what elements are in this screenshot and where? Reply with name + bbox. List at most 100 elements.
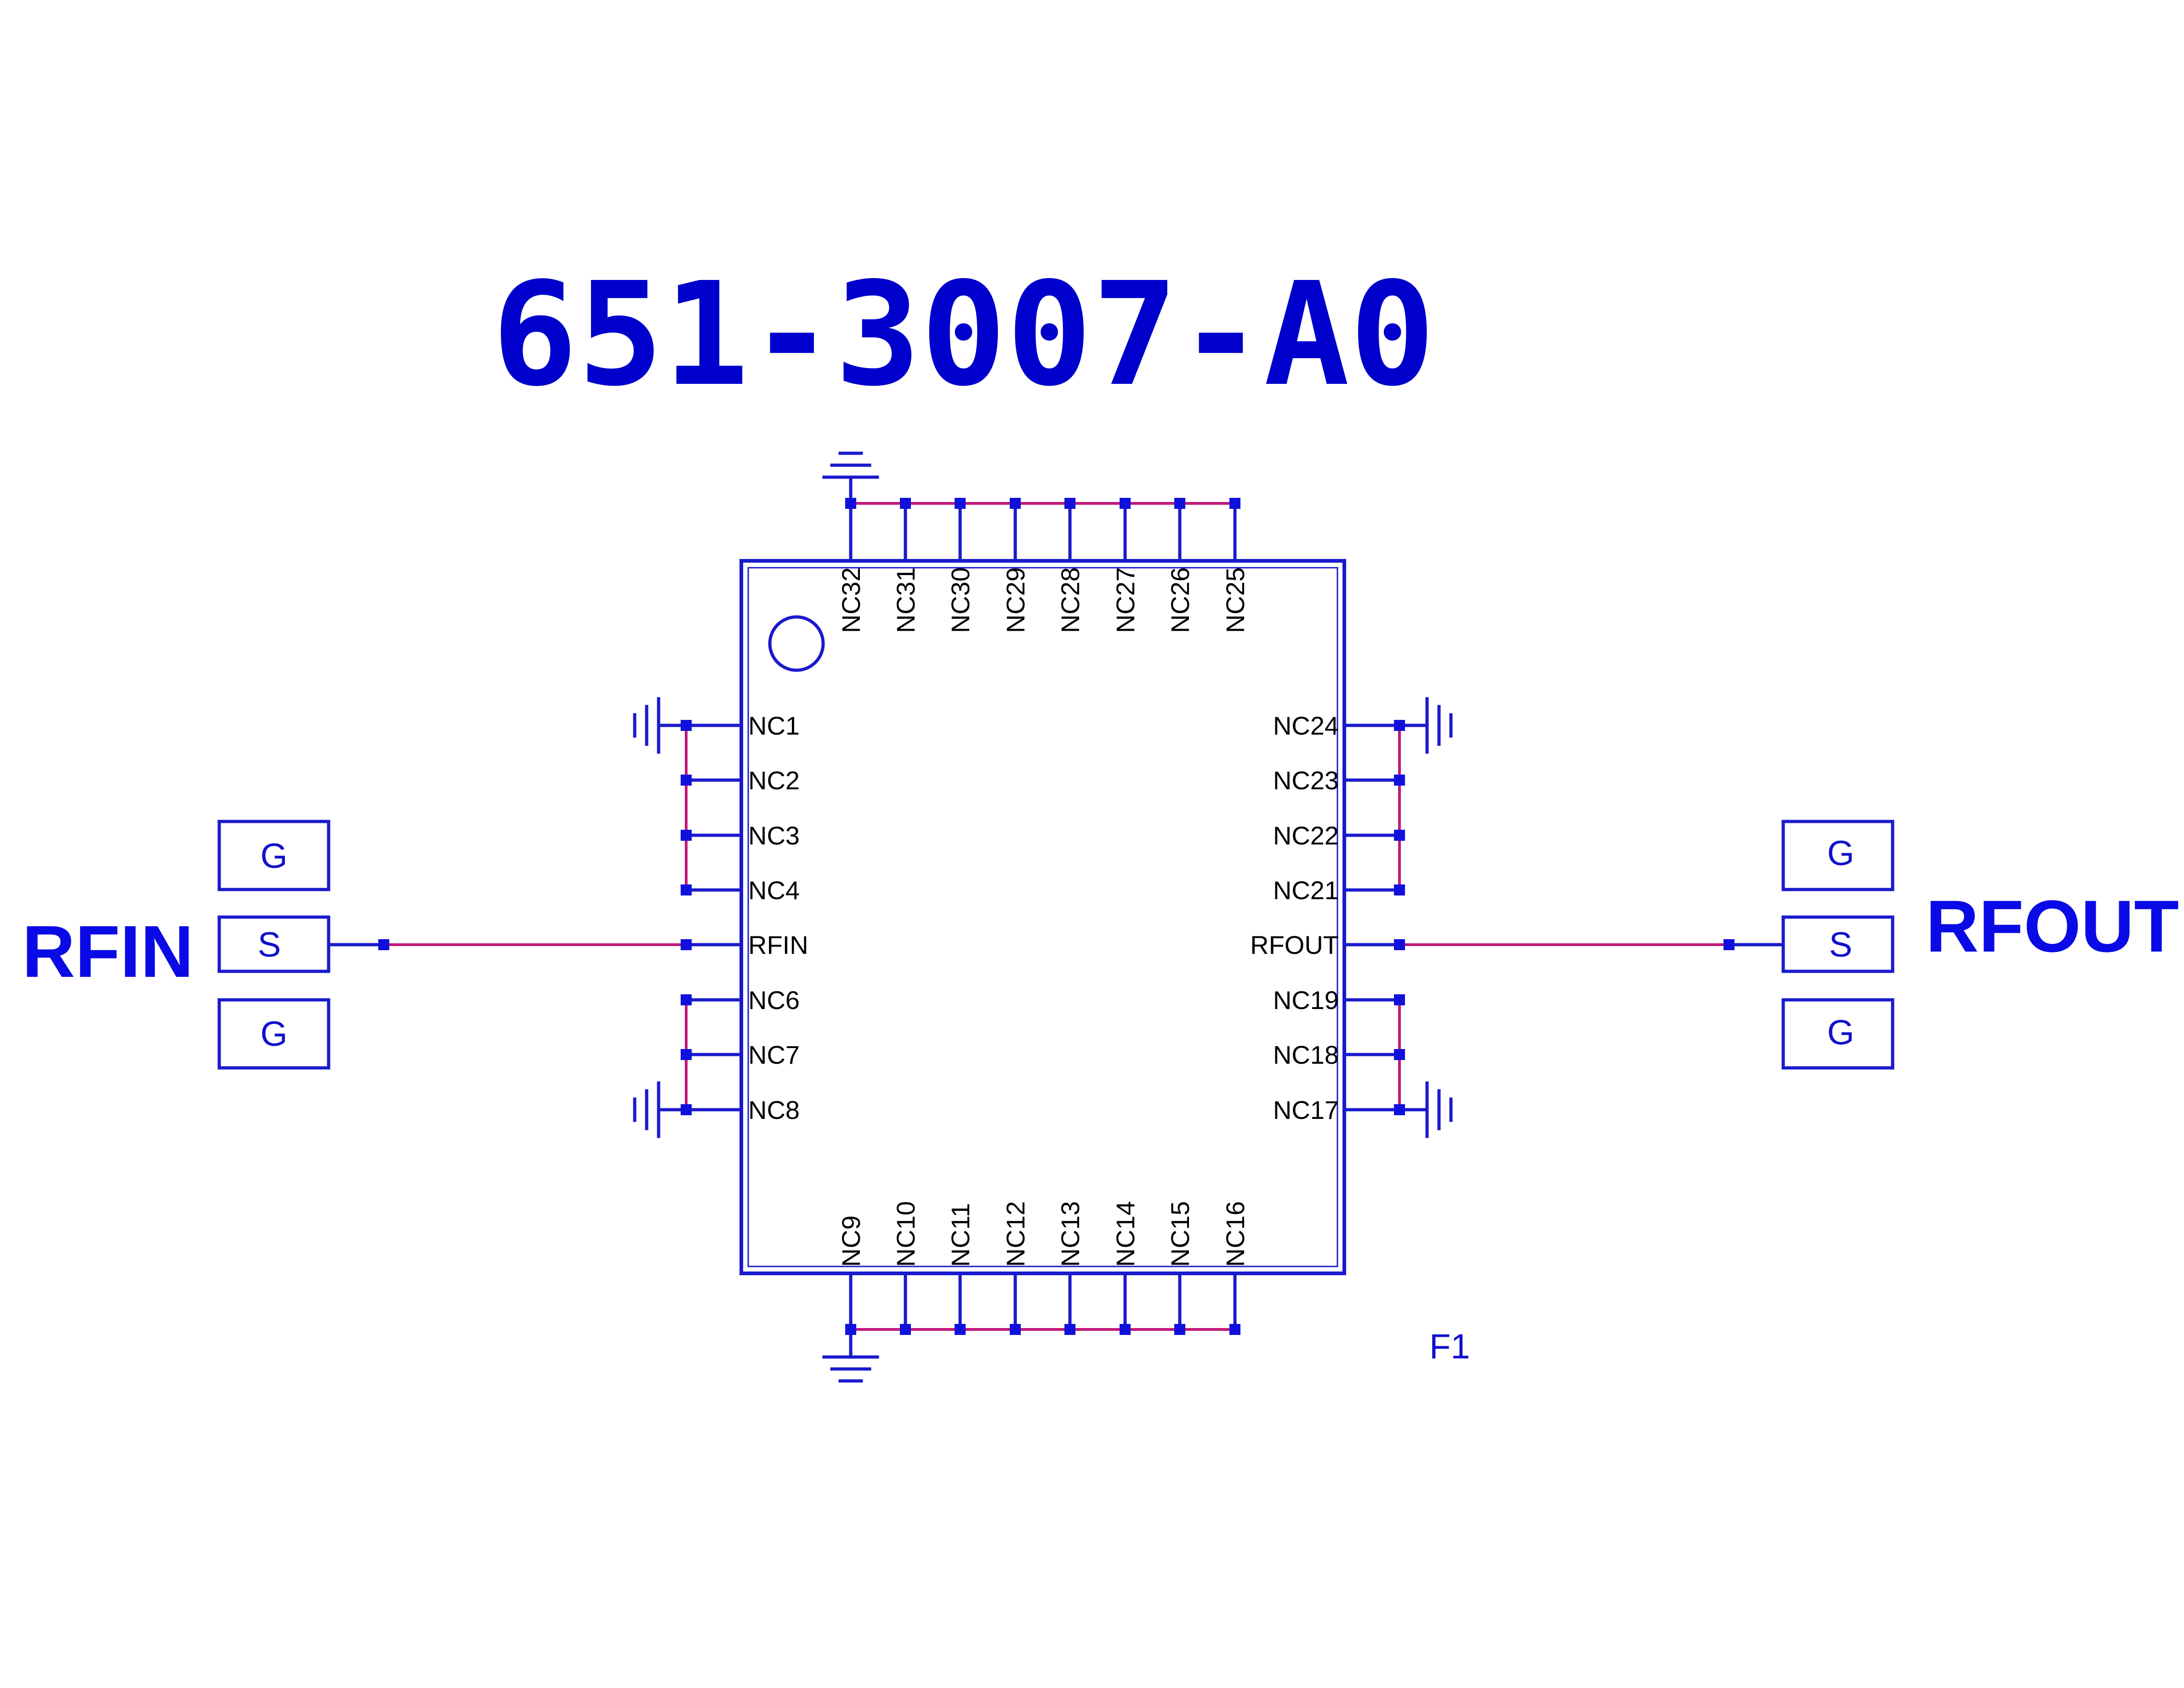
pin-nc1: NC1 [681,711,800,740]
input-ground-pad-bottom-label: G [260,1015,287,1054]
pin-node [1174,498,1185,509]
pin-label: NC9 [836,1215,865,1267]
pin-node [1064,1324,1075,1335]
pin-node [681,884,692,895]
chip-body [739,559,1346,1275]
pin-nc16: NC16 [1221,1201,1250,1335]
pin-nc15: NC15 [1166,1201,1194,1335]
pin-label: RFOUT [1250,930,1339,959]
pin-label: NC10 [891,1201,920,1267]
pin-node [1010,1324,1021,1335]
top-pins: NC32 NC31 NC30 NC29 NC28 NC27 NC26 NC25 [836,498,1250,633]
pin-label: NC11 [946,1203,975,1267]
pin-label: NC8 [748,1095,800,1124]
pin-node [845,1324,856,1335]
pin-label: NC19 [1273,986,1339,1015]
output-ground-pad-bottom [1781,998,1894,1070]
pin-node [681,1049,692,1060]
output-ground-pad-top [1781,820,1894,891]
pin-label: NC16 [1221,1201,1250,1267]
pin-node [681,775,692,786]
pin-nc22: NC22 [1273,821,1405,850]
output-ground-pad-bottom-label: G [1827,1013,1854,1052]
pin-label: NC27 [1111,567,1140,633]
pin-label: NC17 [1273,1095,1339,1124]
pin-node [1229,498,1240,509]
pin-label: NC29 [1001,567,1030,633]
pin-label: NC12 [1001,1201,1030,1267]
pin-label: NC2 [748,766,800,795]
input-signal-pad-label: S [258,925,281,964]
pin-rfin: RFIN [681,930,808,959]
pin-node [1394,830,1405,841]
pin-node [681,720,692,731]
pin-node [1394,775,1405,786]
pin-nc4: NC4 [681,876,800,905]
pin-nc29: NC29 [1001,498,1030,633]
pin-node [1174,1324,1185,1335]
pin-node [1229,1324,1240,1335]
pin-node [1394,939,1405,950]
ground-icon-right-lower [1398,1081,1453,1138]
pin1-marker-icon [768,615,825,672]
pin-label: NC7 [748,1040,800,1069]
pin-nc10: NC10 [891,1201,920,1335]
ground-icon-right-upper [1398,697,1453,754]
pin-label: NC3 [748,821,800,850]
pin-nc13: NC13 [1056,1201,1085,1335]
pin-label: NC26 [1166,567,1194,633]
pin-nc9: NC9 [836,1215,865,1335]
pin-nc21: NC21 [1273,876,1405,905]
pin-node [1010,498,1021,509]
pin-node [845,498,856,509]
pin-label: NC1 [748,711,800,740]
pin-node [1394,884,1405,895]
pin-label: NC14 [1111,1201,1140,1267]
input-ground-pad-top [217,820,330,891]
pin-rfout: RFOUT [1250,930,1405,959]
ground-icon-bottom [822,1328,879,1383]
pin-nc26: NC26 [1166,498,1194,633]
pin-node [681,1104,692,1115]
pin-label: NC23 [1273,766,1339,795]
pin-node [1394,994,1405,1005]
pin-nc28: NC28 [1056,498,1085,633]
pin-label: NC31 [891,567,920,633]
pin-nc24: NC24 [1273,711,1405,740]
pin-node [955,1324,966,1335]
output-signal-pad-label: S [1829,925,1853,964]
pin-label: NC13 [1056,1201,1085,1267]
pin-nc23: NC23 [1273,766,1405,795]
pin-node [681,830,692,841]
pin-nc2: NC2 [681,766,800,795]
pin-node [1064,498,1075,509]
pin-label: NC32 [836,567,865,633]
pin-label: NC28 [1056,567,1085,633]
pin-label: NC24 [1273,711,1339,740]
pin-nc19: NC19 [1273,986,1405,1015]
part-number-title: 651-3007-A0 [492,252,1435,418]
bottom-pins: NC9 NC10 NC11 NC12 NC13 NC14 NC15 NC16 [836,1201,1250,1335]
pin-node [900,498,911,509]
pin-label: NC4 [748,876,800,905]
pin-label: NC25 [1221,567,1250,633]
ground-icon-top [822,451,879,505]
output-probe-pads: G S G [1781,820,1894,1070]
pin-node [681,939,692,950]
pin-node [1120,1324,1131,1335]
pin-nc3: NC3 [681,821,800,850]
pin-nc17: NC17 [1273,1095,1405,1124]
port-stubs [327,939,1785,950]
reference-designator: F1 [1429,1327,1470,1366]
pin-node [1394,1104,1405,1115]
pin-label: NC15 [1166,1201,1194,1267]
pin-nc11: NC11 [946,1203,975,1335]
pin-node [955,498,966,509]
pin-label: NC30 [946,567,975,633]
output-ground-pad-top-label: G [1827,834,1854,873]
pin-nc32: NC32 [836,498,865,633]
pin-node [1394,1049,1405,1060]
